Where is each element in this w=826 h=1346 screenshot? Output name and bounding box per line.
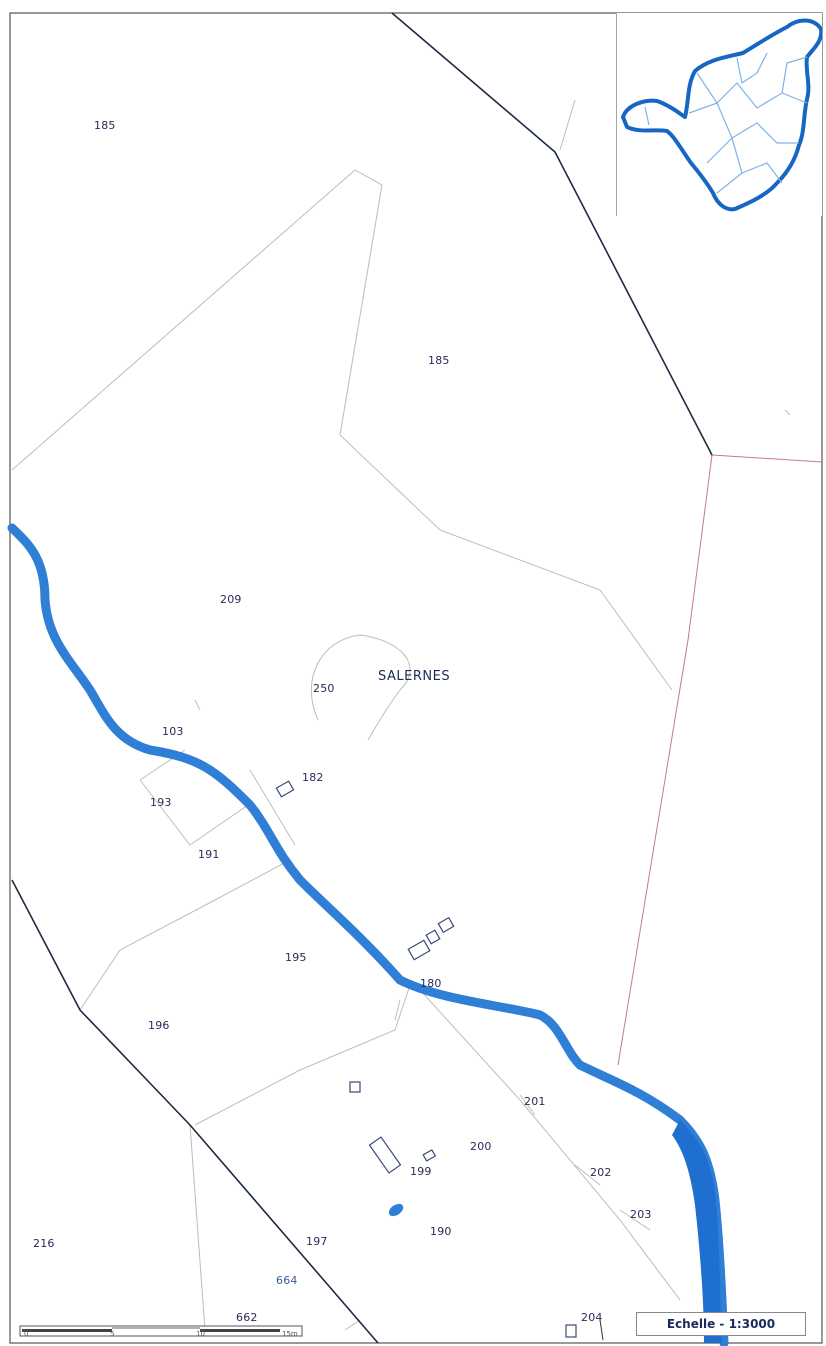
- commune-name: SALERNES: [378, 669, 451, 684]
- scale-label: Echelle - 1:3000: [636, 1312, 806, 1336]
- parcel-line: [344, 1319, 361, 1331]
- parcel-label[interactable]: 185: [94, 119, 116, 132]
- parcel-line: [310, 634, 411, 741]
- parcel-label[interactable]: 193: [150, 796, 172, 809]
- parcel-line: [194, 699, 201, 711]
- parcel-label[interactable]: 200: [470, 1140, 492, 1153]
- scale-tick-label: 10: [196, 1330, 205, 1338]
- river: [7, 523, 729, 1346]
- parcel-line: [394, 999, 401, 1021]
- inset-overview-map: [616, 13, 824, 216]
- building: [407, 939, 431, 961]
- pond: [388, 1203, 404, 1217]
- scale-tick-label: 15m: [282, 1330, 298, 1338]
- scale-tick-label: 5: [110, 1330, 115, 1338]
- scale-bar-segment: [200, 1329, 280, 1332]
- parcel-label[interactable]: 197: [306, 1235, 328, 1248]
- parcel-line: [11, 169, 673, 691]
- parcel-label[interactable]: 103: [162, 725, 184, 738]
- parcel-label[interactable]: 204: [581, 1311, 603, 1324]
- commune-edge-line: [711, 454, 823, 463]
- parcel-label[interactable]: 191: [198, 848, 220, 861]
- scale-tick-label: 0: [24, 1330, 29, 1338]
- commune-edge-line: [617, 454, 713, 1066]
- parcel-label[interactable]: 180: [420, 977, 442, 990]
- scale-bar: [19, 1325, 303, 1337]
- boundary-lines: [11, 12, 713, 1344]
- buildings: [275, 780, 577, 1338]
- scale-bar-segment: [22, 1329, 112, 1332]
- parcel-line: [79, 859, 291, 1011]
- parcel-label[interactable]: 182: [302, 771, 324, 784]
- building: [275, 780, 295, 798]
- parcel-line: [139, 779, 249, 846]
- building: [425, 929, 441, 945]
- parcel-line: [784, 409, 791, 416]
- parcel-line: [619, 1209, 651, 1231]
- scale-bar-frame: [19, 1325, 303, 1337]
- river-wide: [672, 1120, 722, 1343]
- parcel-label[interactable]: 190: [430, 1225, 452, 1238]
- building: [422, 1149, 437, 1162]
- commune-edge: [617, 454, 823, 1066]
- parcel-label[interactable]: 216: [33, 1237, 55, 1250]
- parcel-line: [194, 984, 411, 1126]
- parcel-label[interactable]: 185: [428, 354, 450, 367]
- boundary-line: [11, 879, 379, 1344]
- parcel-label[interactable]: 664: [276, 1274, 298, 1287]
- parcel-lines: [11, 99, 791, 1331]
- building: [368, 1136, 402, 1174]
- parcel-label[interactable]: 195: [285, 951, 307, 964]
- parcel-label[interactable]: 202: [590, 1166, 612, 1179]
- parcel-label[interactable]: 250: [313, 682, 335, 695]
- inset-internal-lines: [644, 52, 808, 194]
- inset-map-svg: [621, 18, 824, 212]
- parcel-label[interactable]: 209: [220, 593, 242, 606]
- parcel-label[interactable]: 201: [524, 1095, 546, 1108]
- building: [565, 1324, 577, 1338]
- parcel-line: [189, 1124, 206, 1331]
- building: [349, 1081, 361, 1093]
- parcel-line: [249, 769, 296, 846]
- boundary-line: [391, 12, 713, 456]
- parcel-line: [419, 989, 681, 1301]
- parcel-label[interactable]: 662: [236, 1311, 258, 1324]
- marker-line: [599, 1319, 604, 1341]
- parcel-label[interactable]: 199: [410, 1165, 432, 1178]
- parcel-line: [519, 1094, 536, 1116]
- map-border: [9, 12, 823, 1344]
- building: [437, 916, 455, 934]
- parcel-line: [559, 99, 576, 151]
- parcel-label[interactable]: 203: [630, 1208, 652, 1221]
- parcel-line: [574, 1164, 601, 1186]
- parcel-label[interactable]: 196: [148, 1019, 170, 1032]
